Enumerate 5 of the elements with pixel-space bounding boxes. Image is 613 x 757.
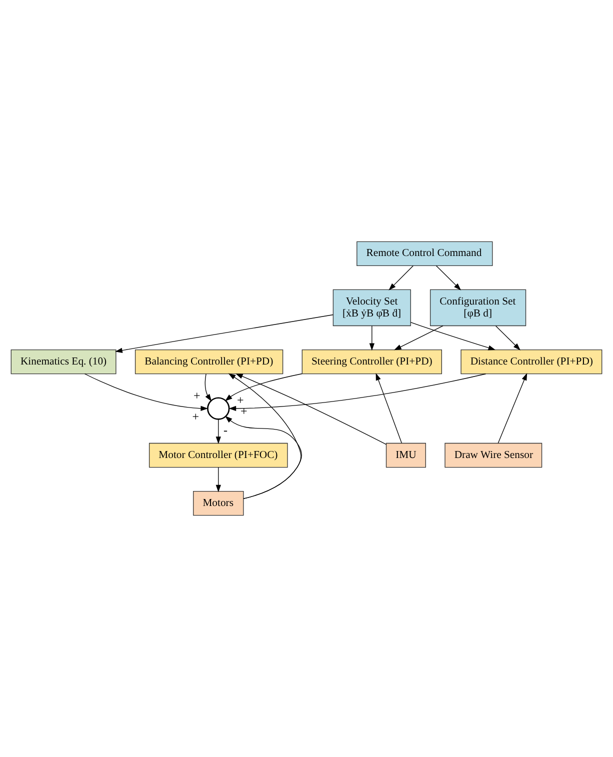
edge-label: + — [237, 392, 244, 407]
edge-label: + — [193, 388, 200, 403]
edge-label: - — [223, 423, 228, 438]
edge-label: + — [240, 404, 248, 418]
edge-label: + — [192, 410, 199, 424]
